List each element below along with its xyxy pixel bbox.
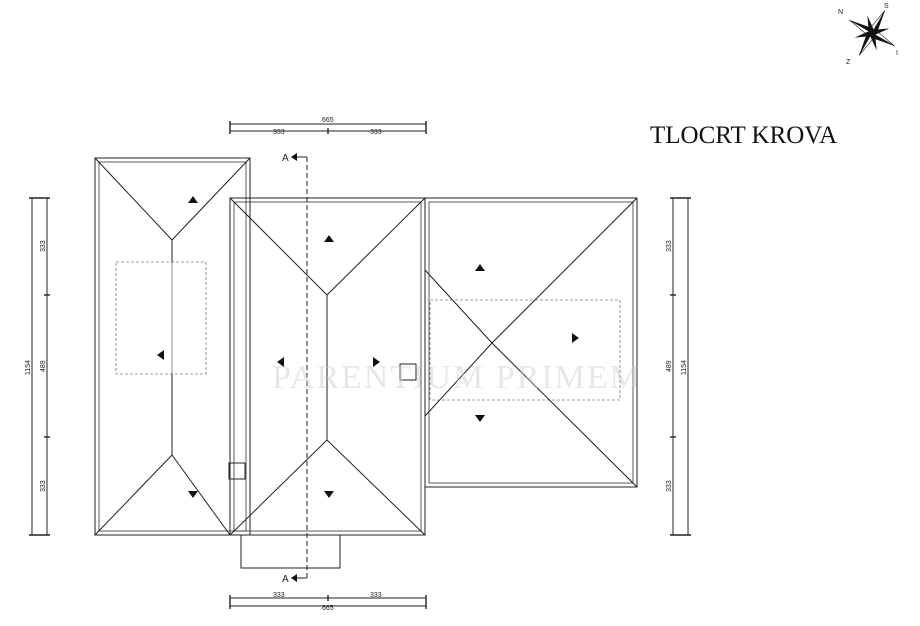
slope-arrow-left-icon (157, 350, 164, 360)
dim-left-part: 333 (40, 480, 47, 492)
compass-label-z: Z (846, 59, 851, 66)
dim-left-total: 1154 (25, 360, 32, 375)
compass-label-n: N (838, 9, 843, 16)
dim-top-part: 333 (370, 129, 382, 136)
slope-arrow-down-icon (188, 491, 198, 498)
dim-bottom-part: 333 (273, 592, 285, 599)
porch-canopy (240, 534, 341, 569)
slope-arrow-down-icon (475, 415, 485, 422)
dim-top-total: 665 (322, 117, 334, 124)
dim-left-part: 489 (40, 360, 47, 372)
dim-right-part: 333 (666, 480, 673, 492)
drawing-title: TLOCRT KROVA (650, 122, 837, 149)
section-marker-bottom: A (282, 574, 289, 585)
slope-arrow-up-icon (324, 235, 334, 242)
compass-rose-icon (849, 10, 895, 56)
dim-left-part: 333 (40, 240, 47, 252)
slope-arrow-down-icon (324, 491, 334, 498)
chimney (399, 363, 417, 381)
section-line-a (291, 153, 308, 582)
roof-right-wing (424, 197, 638, 488)
dim-bottom-total: 665 (322, 605, 334, 612)
slope-arrow-right-icon (373, 357, 380, 367)
slope-arrow-up-icon (475, 264, 485, 271)
chimney (228, 462, 246, 480)
compass-label-s: S (884, 3, 889, 10)
roof-middle-block (228, 197, 426, 536)
section-marker-top: A (282, 153, 289, 164)
dim-top-part: 333 (273, 129, 285, 136)
slope-arrow-up-icon (188, 196, 198, 203)
roof-left-wing (94, 157, 251, 536)
slope-arrows (157, 196, 579, 498)
compass-label-i: I (896, 50, 898, 57)
slope-arrow-left-icon (277, 357, 284, 367)
dim-bottom-part: 333 (370, 592, 382, 599)
dim-right-part: 489 (666, 360, 673, 372)
dim-right-total: 1154 (681, 360, 688, 375)
slope-arrow-right-icon (572, 333, 579, 343)
dim-right-part: 333 (666, 240, 673, 252)
watermark: PARENTIUM PRIMEM (272, 359, 642, 396)
